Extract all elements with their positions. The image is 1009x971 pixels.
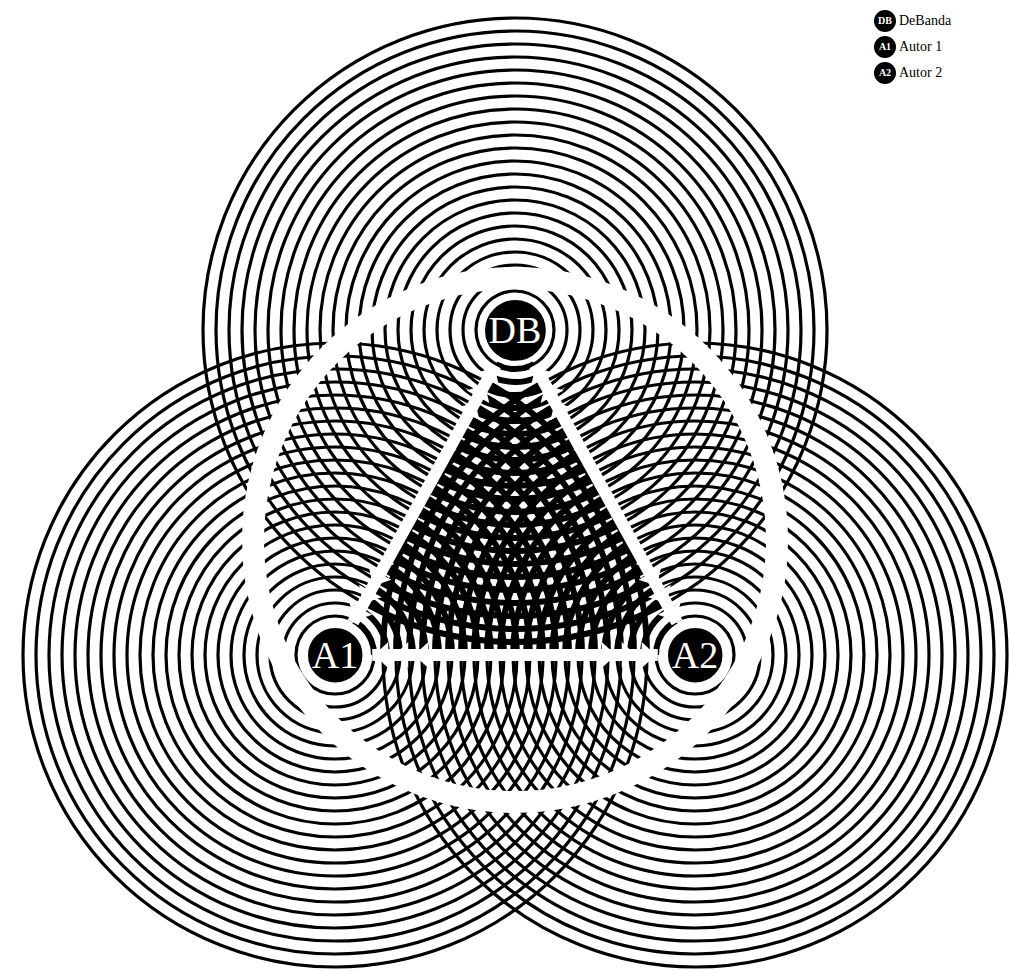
wave-ring [398,213,632,447]
legend-badge: A1 [874,36,896,58]
wave-ring [255,70,775,590]
wave-ring [359,174,671,486]
white-ring [253,278,777,802]
wave-ring [424,239,606,421]
connector-band [535,365,677,622]
wave-ring [216,31,814,629]
node-label: A2 [672,636,718,674]
wave-ring [476,291,554,369]
wave-ring [216,31,814,629]
author-circle: A2 [664,624,726,686]
legend-badge: DB [874,10,896,32]
circle-shape [306,626,364,684]
node-label: DB [489,311,542,349]
wave-ring [489,304,541,356]
wave-ring [242,57,788,603]
outer-waves [23,18,1007,967]
legend-text: DeBanda [899,13,951,29]
wave-ring [385,200,645,460]
wave-ring [309,629,361,681]
wave-ring [669,629,721,681]
wave-ring [463,278,567,382]
author-circle: DB [481,296,550,365]
badge-label: A2 [879,68,891,78]
wave-ring [333,148,697,512]
badge-label: A1 [879,42,891,52]
wave-ring [333,148,697,512]
wave-ring [476,291,554,369]
node-label: A1 [312,636,358,674]
badge-label: DB [878,16,892,26]
legend: DB DeBandaA1 Autor 1 A2 Autor 2 [874,8,951,86]
wave-ring [669,629,721,681]
connector-band [372,649,658,661]
inner-waves [23,18,1007,967]
wave-ring [385,200,645,460]
wave-ring [359,174,671,486]
wave-ring [489,304,541,356]
circle-shape [483,298,548,363]
wave-ring [398,213,632,447]
author-circle: A1 [304,624,366,686]
legend-row: A2 Autor 2 [874,60,951,86]
legend-text: Autor 1 [899,39,942,55]
legend-row: DB DeBanda [874,8,951,34]
circle-shape [666,626,724,684]
wave-ring [242,57,788,603]
legend-row: A1 Autor 1 [874,34,951,60]
legend-text: Autor 2 [899,65,942,81]
legend-badge: A2 [874,62,896,84]
wave-ring [463,278,567,382]
connector-band [353,365,495,622]
wave-ring [309,629,361,681]
